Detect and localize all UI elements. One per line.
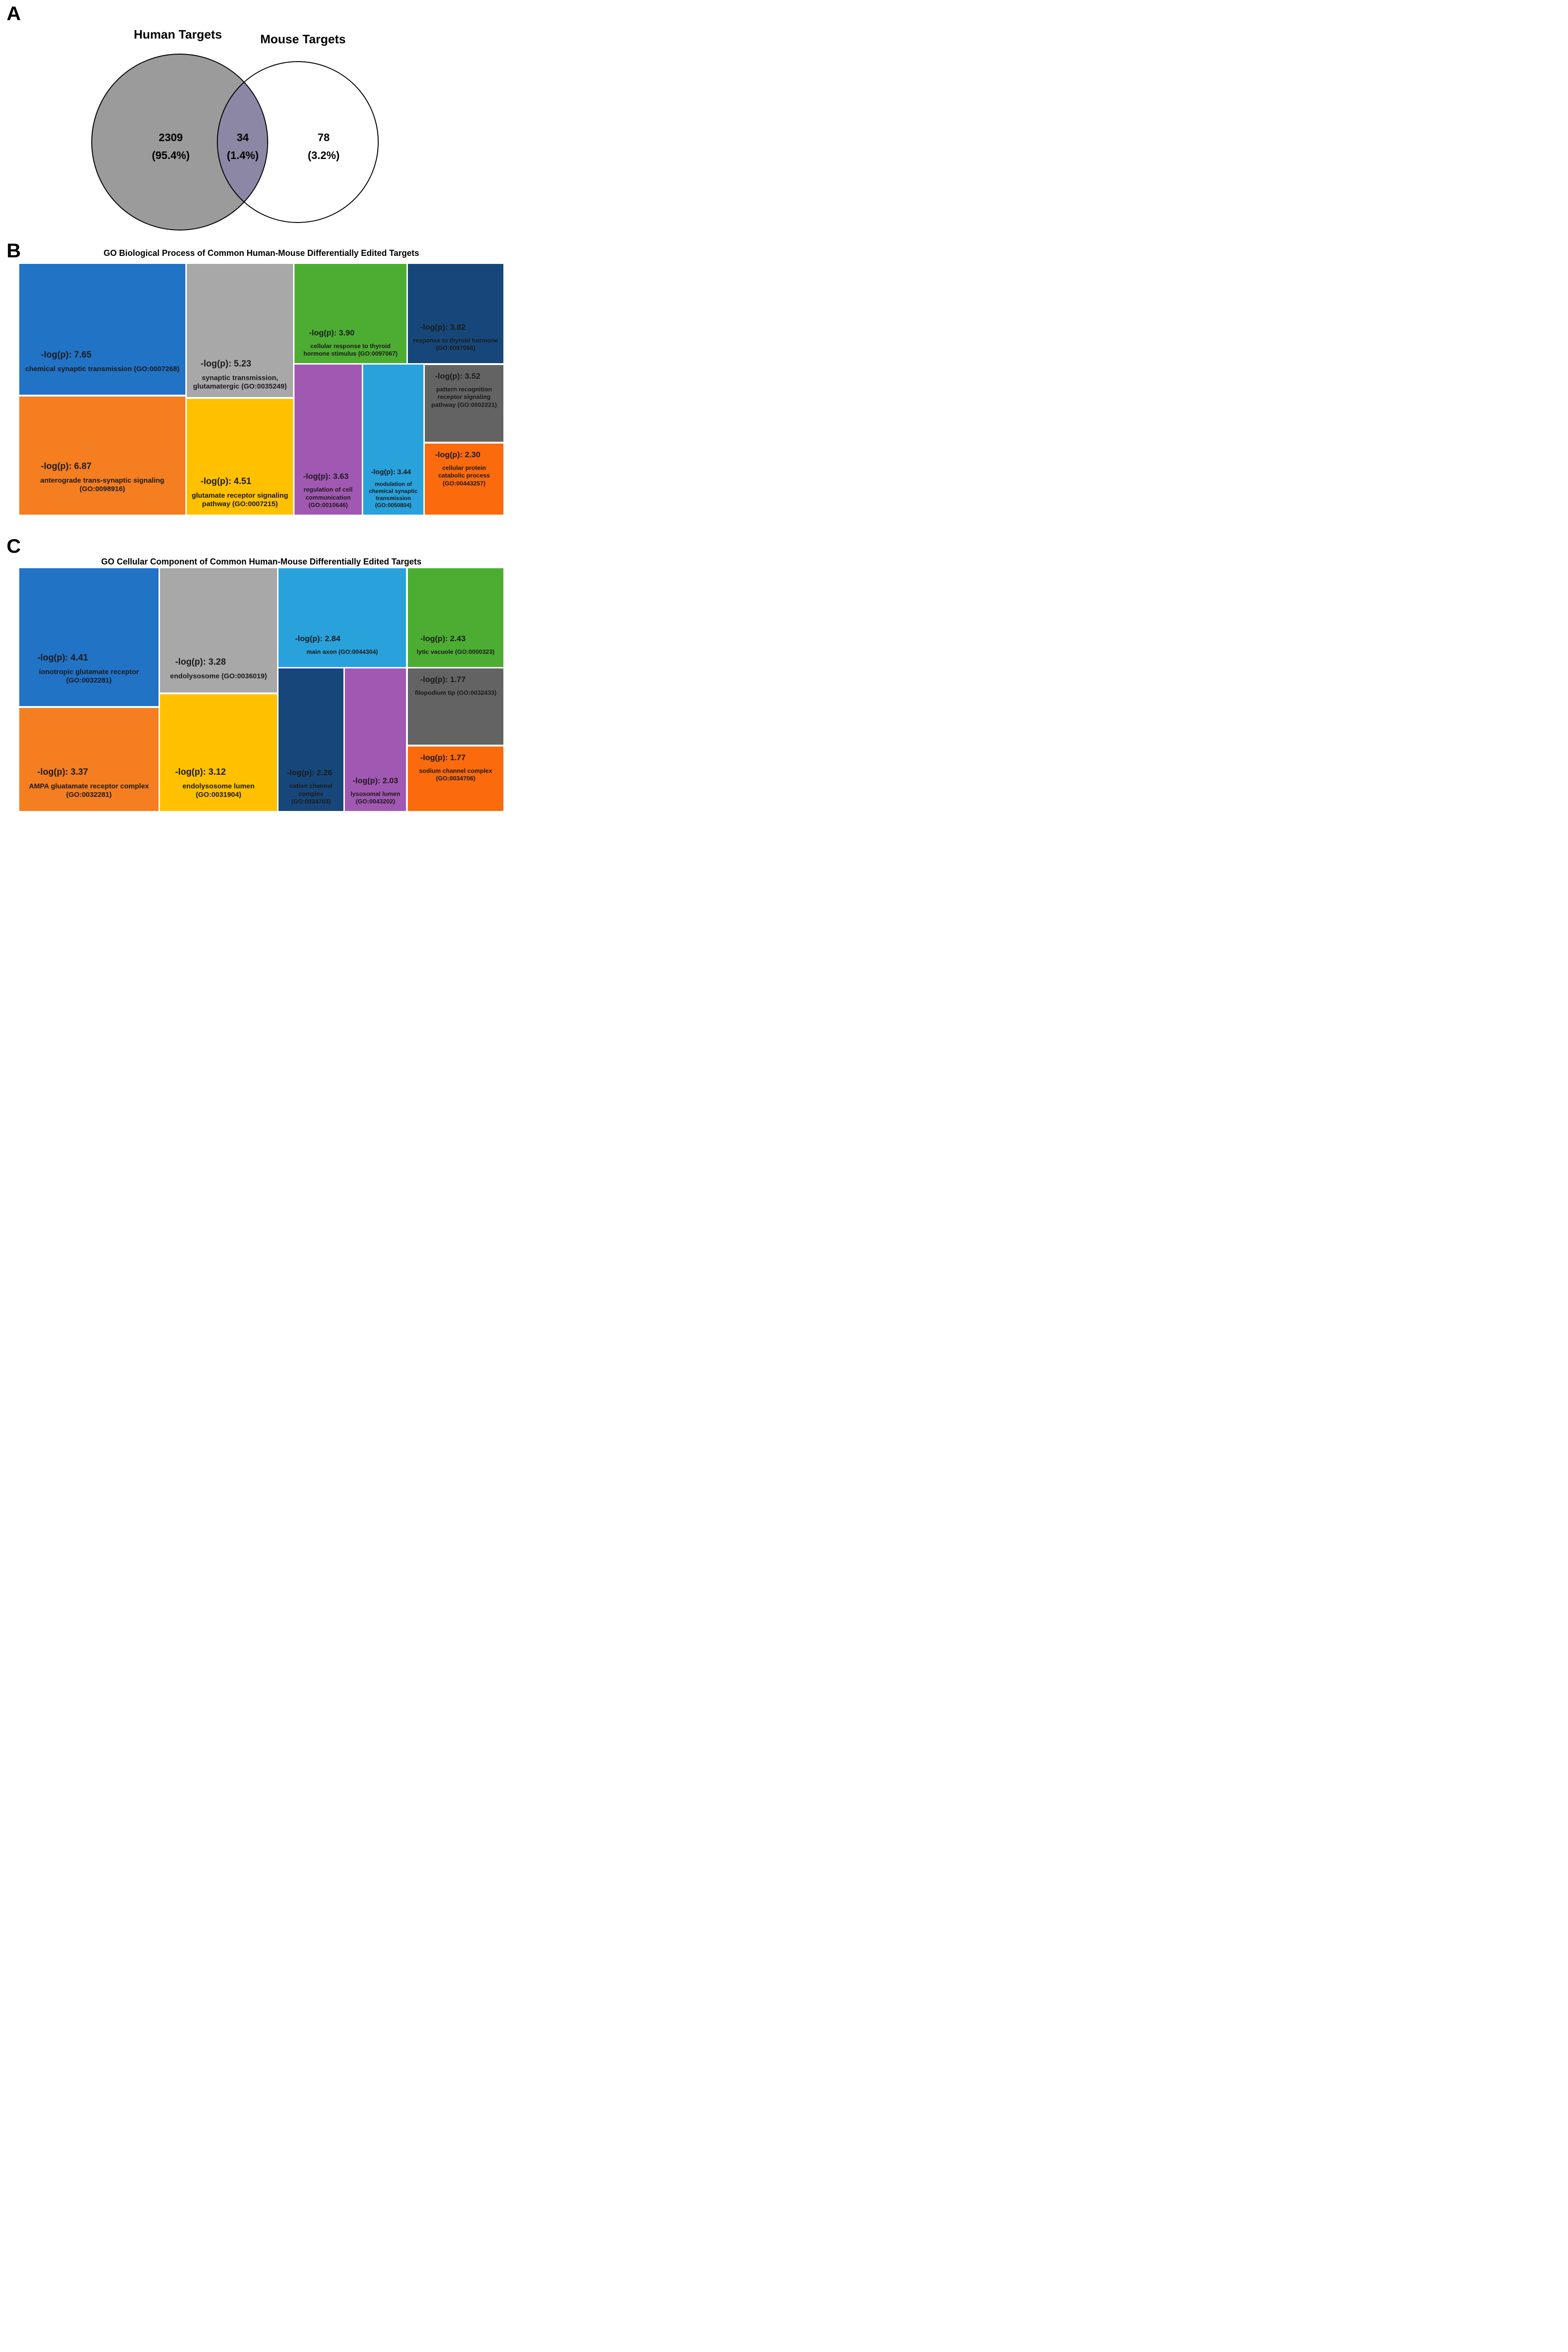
treemap-box-regulation-of-cell-communication: -log(p): 3.63 regulation of cell communi… (294, 365, 362, 515)
treemap-box-ionotropic-glutamate-receptor: -log(p): 4.41 ionotropic glutamate recep… (19, 568, 159, 706)
box-value: -log(p): 3.12 (175, 767, 226, 777)
treemap-box-response-to-thyroid-hormone: -log(p): 3.82 response to thyroid hormon… (408, 264, 503, 363)
box-label: sodium channel complex (GO:0034706) (419, 767, 493, 782)
box-value: -log(p): 3.82 (420, 322, 466, 332)
mouse-unique-count: 78 (318, 131, 330, 143)
box-value: -log(p): 3.37 (37, 767, 88, 777)
box-value: -log(p): 3.63 (303, 472, 349, 481)
box-label: lytic vacuole (GO:0000323) (416, 648, 495, 655)
treemap-box-lysosomal-lumen: -log(p): 2.03 lysosomal lumen (GO:004320… (345, 668, 406, 811)
treemap-box-anterograde-trans-synaptic-signaling: -log(p): 6.87 anterograde trans-synaptic… (19, 397, 185, 515)
box-value: -log(p): 6.87 (40, 461, 92, 471)
treemap-box-cellular-response-to-thyroid-hormone-stimulus: -log(p): 3.90 cellular response to thyro… (294, 264, 406, 363)
venn-mouse-outline (217, 61, 379, 223)
treemap-box-pattern-recognition-receptor-signaling-pathway: -log(p): 3.52 pattern recognition recept… (425, 365, 503, 442)
human-unique-pct: (95.4%) (152, 149, 190, 161)
box-label: cation channel complex (GO:0034703) (289, 782, 333, 805)
mouse-unique-pct: (3.2%) (308, 149, 340, 161)
treemap-box-cation-channel-complex: -log(p): 2.26 cation channel complex (GO… (279, 668, 343, 811)
panel-a-label: A (7, 2, 21, 24)
box-value: -log(p): 1.77 (420, 675, 466, 684)
panel-b-label: B (7, 239, 21, 262)
treemap-box-synaptic-transmission-glutamatergic: -log(p): 5.23 synaptic transmission, glu… (187, 264, 293, 397)
box-label: main axon (GO:0044304) (306, 648, 378, 655)
figure: A Human Targets Mouse Targets 2309 (95.4… (0, 0, 523, 825)
treemap-box-cellular-protein-catabolic-process: -log(p): 2.30 cellular protein catabolic… (425, 444, 503, 515)
box-value: -log(p): 7.65 (40, 350, 92, 360)
box-label: regulation of cell communication (GO:001… (303, 486, 353, 509)
venn-human-circle (92, 54, 268, 230)
human-unique-count: 2309 (159, 131, 183, 143)
box-label: chemical synaptic transmission (GO:00072… (25, 365, 180, 373)
box-label: pattern recognition receptor signaling p… (431, 386, 497, 408)
treemap-box-modulation-of-chemical-synaptic-transmission: -log(p): 3.44 modulation of chemical syn… (363, 365, 423, 515)
box-value: -log(p): 4.41 (37, 652, 88, 663)
box-label: AMPA gluatamate receptor complex (GO:003… (29, 782, 149, 799)
box-value: -log(p): 3.52 (435, 372, 481, 381)
treemap-box-sodium-channel-complex: -log(p): 1.77 sodium channel complex (GO… (408, 747, 503, 811)
box-label: ionotropic glutamate receptor (GO:003228… (39, 667, 139, 685)
box-value: -log(p): 2.03 (352, 776, 398, 785)
human-targets-title: Human Targets (134, 27, 222, 41)
venn-human-outline (91, 54, 268, 230)
treemap-box-chemical-synaptic-transmission: -log(p): 7.65 chemical synaptic transmis… (19, 264, 185, 395)
box-label: glutamate receptor signaling pathway (GO… (191, 491, 288, 509)
box-value: -log(p): 1.77 (420, 753, 466, 762)
box-value: -log(p): 2.26 (287, 768, 333, 778)
treemap-biological-process: -log(p): 7.65 chemical synaptic transmis… (19, 264, 503, 515)
box-value: -log(p): 5.23 (200, 358, 252, 369)
box-value: -log(p): 4.51 (200, 476, 252, 486)
box-label: filopodium tip (GO:0032433) (414, 689, 497, 696)
box-value: -log(p): 2.43 (420, 634, 466, 643)
panel-c-title: GO Cellular Component of Common Human-Mo… (101, 557, 422, 566)
box-value: -log(p): 3.44 (371, 468, 411, 476)
mouse-targets-title: Mouse Targets (260, 32, 346, 46)
box-label: endolysosome (GO:0036019) (170, 672, 267, 681)
treemap-box-ampa-glutamate-receptor-complex: -log(p): 3.37 AMPA gluatamate receptor c… (19, 708, 159, 811)
treemap-box-filopodium-tip: -log(p): 1.77 filopodium tip (GO:0032433… (408, 668, 503, 745)
box-value: -log(p): 2.84 (295, 634, 341, 643)
box-label: response to thyroid hormone (GO:0097066) (413, 336, 498, 351)
treemap-box-endolysosome-lumen: -log(p): 3.12 endolysosome lumen (GO:003… (160, 694, 277, 811)
treemap-box-lytic-vacuole: -log(p): 2.43 lytic vacuole (GO:0000323) (408, 568, 503, 667)
panel-b-title: GO Biological Process of Common Human-Mo… (103, 248, 419, 258)
box-label: cellular protein catabolic process (GO:0… (438, 464, 490, 487)
box-value: -log(p): 2.30 (435, 450, 481, 459)
box-value: -log(p): 3.90 (309, 328, 355, 337)
box-label: anterograde trans-synaptic signaling (GO… (40, 476, 165, 493)
box-label: lysosomal lumen (GO:0043202) (350, 790, 400, 805)
treemap-box-endolysosome: -log(p): 3.28 endolysosome (GO:0036019) (160, 568, 277, 692)
box-value: -log(p): 3.28 (175, 657, 226, 667)
box-label: endolysosome lumen (GO:0031904) (182, 782, 255, 799)
panel-c-label: C (7, 535, 21, 557)
treemap-cellular-component: -log(p): 4.41 ionotropic glutamate recep… (19, 568, 503, 811)
box-label: cellular response to thyroid hormone sti… (303, 342, 398, 357)
box-label: synaptic transmission, glutamatergic (GO… (193, 373, 287, 391)
overlap-count: 34 (237, 131, 249, 143)
box-label: modulation of chemical synaptic transmis… (369, 481, 418, 509)
treemap-box-main-axon: -log(p): 2.84 main axon (GO:0044304) (279, 568, 406, 667)
treemap-box-glutamate-receptor-signaling-pathway: -log(p): 4.51 glutamate receptor signali… (187, 399, 293, 515)
overlap-pct: (1.4%) (227, 149, 259, 161)
venn-diagram: Human Targets Mouse Targets 2309 (95.4%)… (91, 27, 379, 230)
